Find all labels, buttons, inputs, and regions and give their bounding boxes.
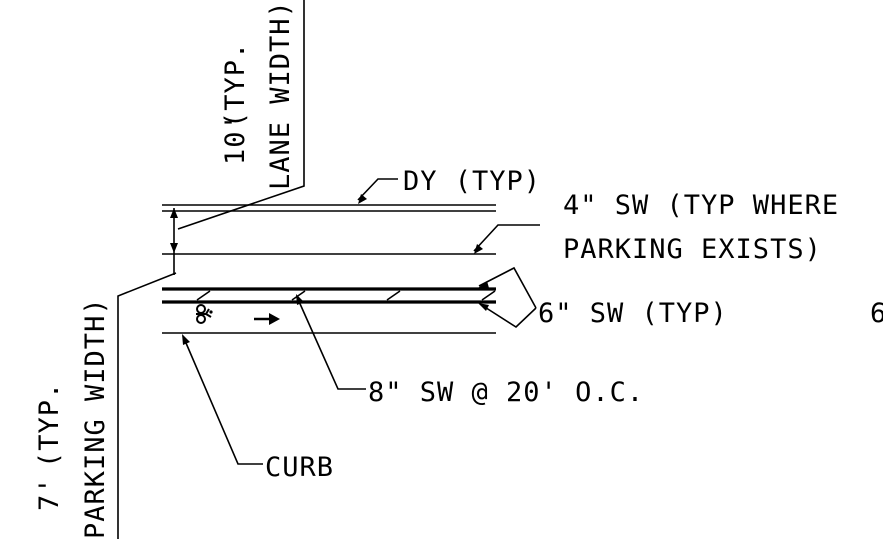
sw6-leader — [478, 266, 537, 329]
lane-width-leader — [177, 0, 305, 230]
parking-width-dimension: 7' — [34, 476, 65, 511]
parking-width-leader — [117, 272, 177, 539]
lane-width-note-line1: (TYP. — [220, 42, 251, 128]
sw6-label: 6" SW (TYP) — [538, 298, 728, 329]
sw8-hatch-marks — [196, 290, 496, 301]
dy-label: DY (TYP) — [403, 166, 541, 197]
curb-label: CURB — [265, 452, 334, 483]
parking-width-note-line2: PARKING WIDTH) — [80, 297, 111, 539]
parking-width-note-line1: (TYP. — [34, 382, 65, 468]
cutoff-digit: 6 — [870, 298, 883, 329]
bicycle-pavement-marking-icon — [196, 304, 213, 324]
curb-leader — [182, 334, 263, 465]
sw8-leader — [296, 294, 366, 390]
direction-arrow-icon — [254, 313, 280, 325]
lane-width-dimension: 10' — [220, 113, 251, 165]
dy-leader — [357, 178, 398, 204]
sw4-leader — [473, 224, 540, 254]
double-yellow-line — [162, 204, 496, 212]
sw8-label: 8" SW @ 20' O.C. — [368, 377, 644, 408]
lane-width-note-line2: LANE WIDTH) — [265, 0, 296, 190]
sw4-label-line2: PARKING EXISTS) — [563, 234, 822, 265]
sw4-label-line1: 4" SW (TYP WHERE — [563, 190, 839, 221]
lane-dimension — [170, 208, 178, 275]
